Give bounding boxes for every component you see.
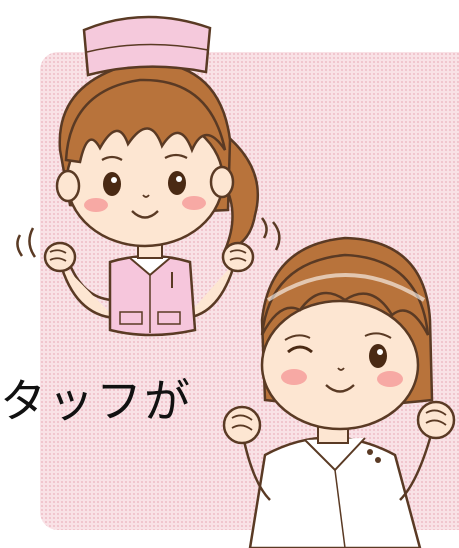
caption-text: タッフが	[0, 374, 192, 428]
